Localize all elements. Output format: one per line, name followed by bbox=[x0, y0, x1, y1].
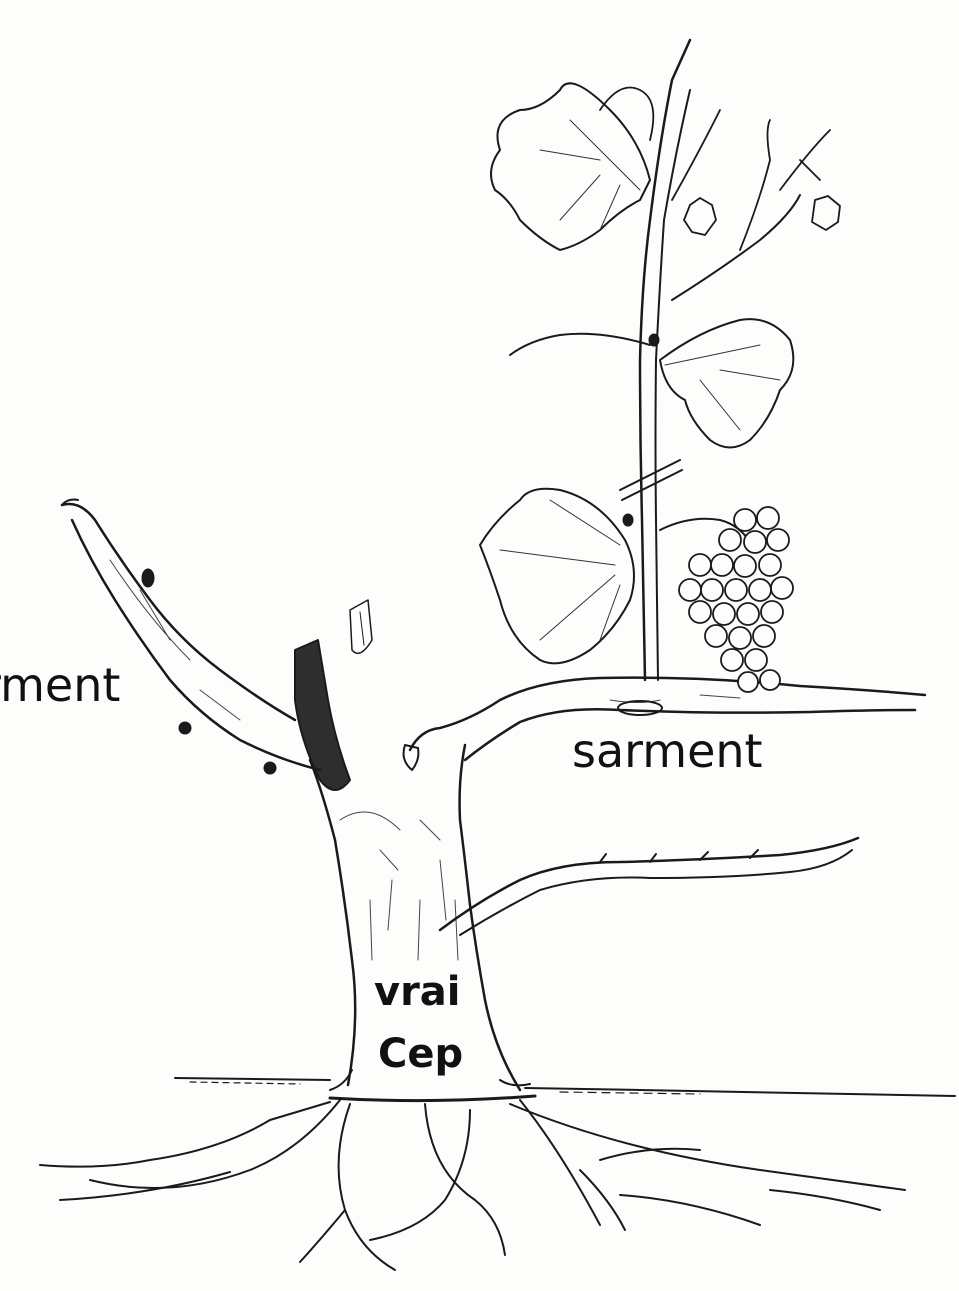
leaf-lower bbox=[480, 489, 634, 664]
leaf-small-1 bbox=[684, 198, 716, 235]
ground-line bbox=[175, 1078, 955, 1101]
label-vrai: vrai bbox=[374, 972, 461, 1012]
left-cane bbox=[62, 500, 320, 774]
label-cep: Cep bbox=[378, 1034, 463, 1074]
lower-cane bbox=[440, 838, 858, 935]
leaf-top bbox=[491, 83, 653, 250]
label-sarment-right: sarment bbox=[572, 728, 763, 774]
roots bbox=[40, 1100, 905, 1270]
label-sarment-left: rment bbox=[0, 662, 120, 708]
grape-cluster bbox=[679, 507, 793, 692]
leaf-middle bbox=[660, 319, 793, 447]
left-stub bbox=[295, 600, 372, 790]
leaf-small-2 bbox=[812, 196, 840, 230]
